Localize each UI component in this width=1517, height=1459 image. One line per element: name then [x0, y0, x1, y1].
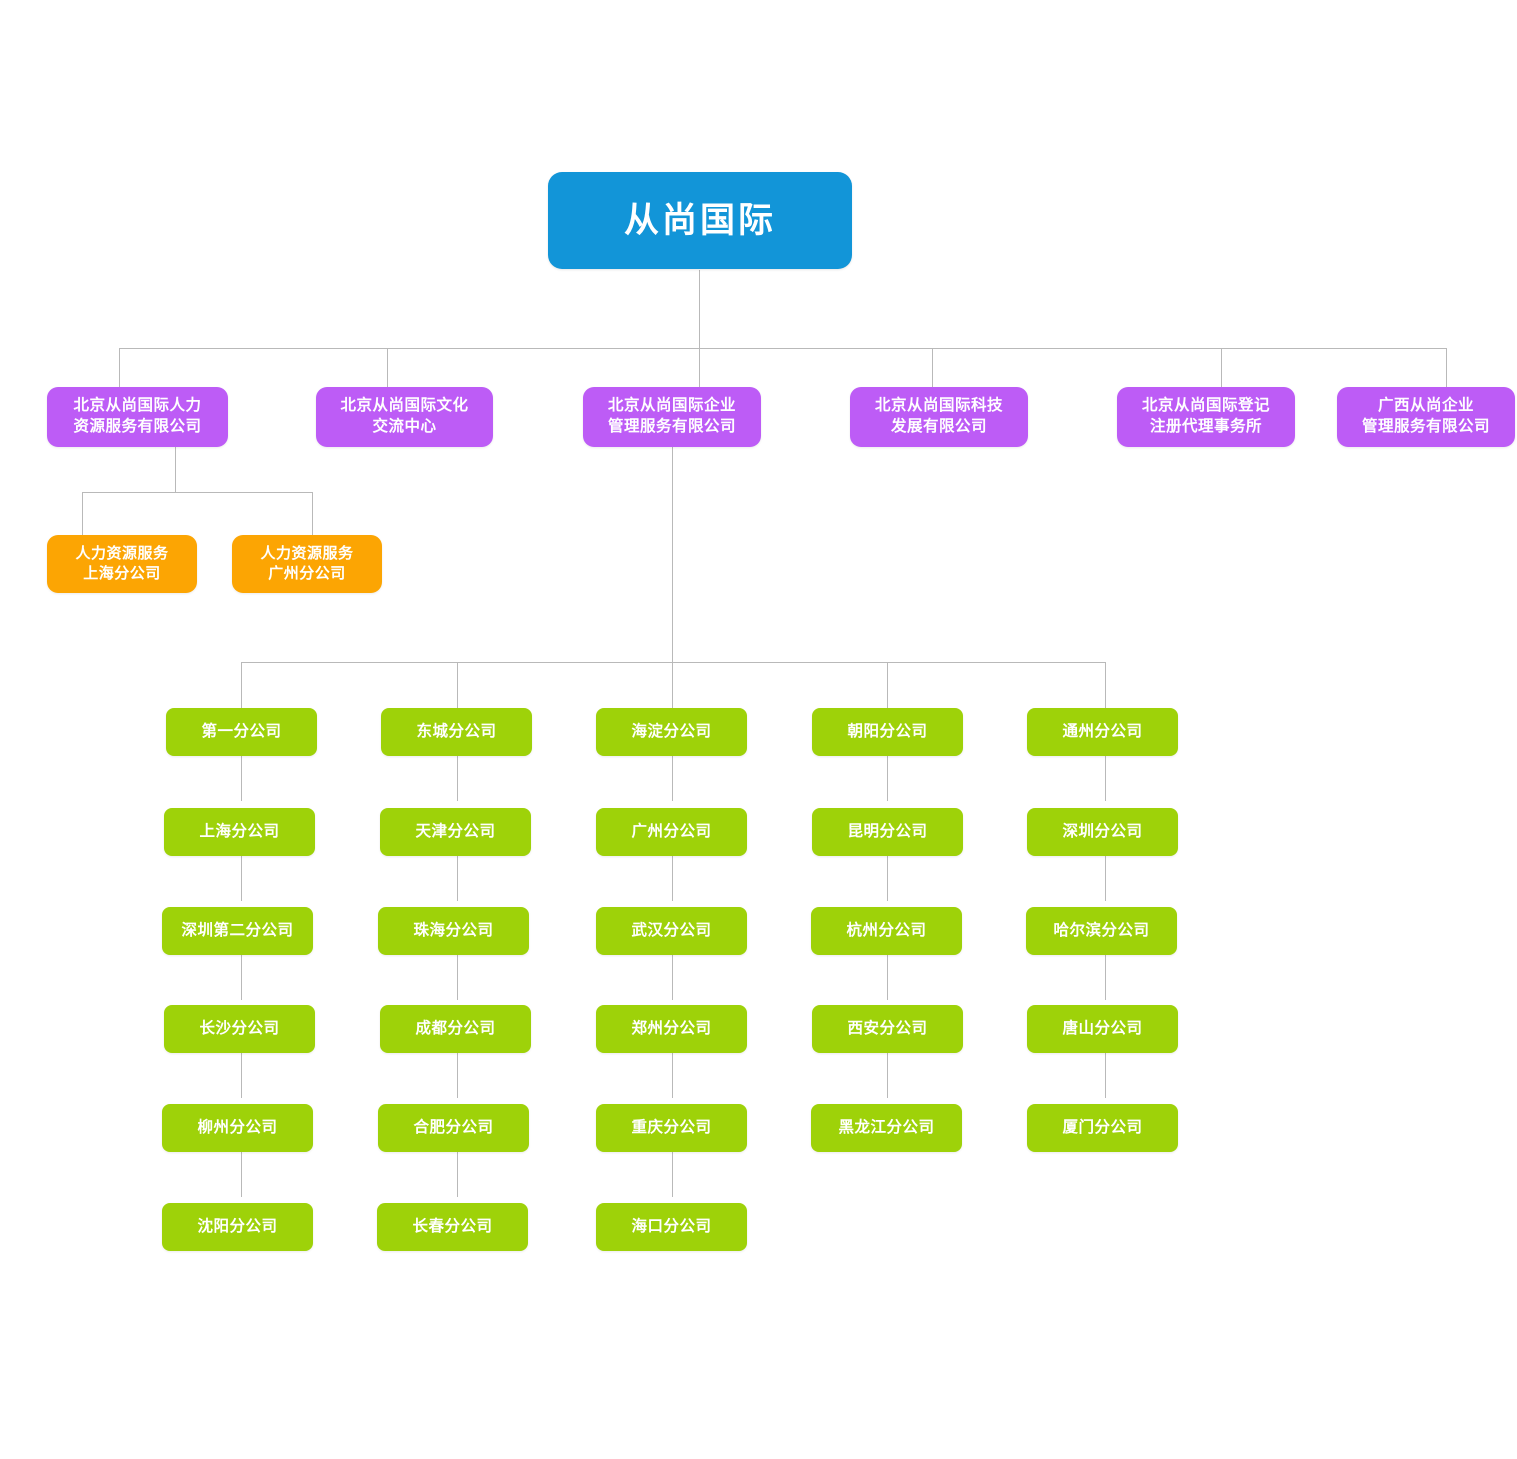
org-node-branch[interactable]: 杭州分公司 — [811, 907, 962, 955]
connector-branch-col-drop-3 — [672, 662, 673, 708]
org-node-root[interactable]: 从尚国际 — [548, 172, 852, 269]
org-node-branch[interactable]: 第一分公司 — [166, 708, 317, 756]
org-node-branch[interactable]: 上海分公司 — [164, 808, 315, 856]
connector-chain-c5-r4 — [1105, 1053, 1106, 1098]
connector-enterprise-stem — [672, 447, 673, 662]
org-node-branch[interactable]: 成都分公司 — [380, 1005, 531, 1053]
connector-chain-c2-r2 — [457, 856, 458, 901]
org-node-division-hr[interactable]: 北京从尚国际人力 资源服务有限公司 — [47, 387, 228, 447]
org-node-branch[interactable]: 厦门分公司 — [1027, 1104, 1178, 1152]
connector-chain-c4-r4 — [887, 1053, 888, 1098]
org-node-branch[interactable]: 东城分公司 — [381, 708, 532, 756]
org-node-branch[interactable]: 昆明分公司 — [812, 808, 963, 856]
connector-chain-c2-r1 — [457, 756, 458, 801]
connector-chain-c2-r3 — [457, 955, 458, 1000]
org-node-branch[interactable]: 深圳第二分公司 — [162, 907, 313, 955]
org-node-division-registration[interactable]: 北京从尚国际登记 注册代理事务所 — [1117, 387, 1295, 447]
connector-division-drop-3 — [699, 348, 700, 388]
org-node-division-culture[interactable]: 北京从尚国际文化 交流中心 — [316, 387, 493, 447]
org-node-branch[interactable]: 柳州分公司 — [162, 1104, 313, 1152]
org-node-division-guangxi[interactable]: 广西从尚企业 管理服务有限公司 — [1337, 387, 1515, 447]
connector-chain-c3-r4 — [672, 1053, 673, 1098]
connector-chain-c2-r5 — [457, 1152, 458, 1197]
connector-hr-stem — [175, 447, 176, 492]
connector-chain-c4-r3 — [887, 955, 888, 1000]
org-node-branch[interactable]: 深圳分公司 — [1027, 808, 1178, 856]
org-node-branch[interactable]: 海口分公司 — [596, 1203, 747, 1251]
org-node-branch[interactable]: 沈阳分公司 — [162, 1203, 313, 1251]
connector-chain-c4-r1 — [887, 756, 888, 801]
org-node-branch[interactable]: 哈尔滨分公司 — [1026, 907, 1177, 955]
connector-chain-c3-r2 — [672, 856, 673, 901]
org-node-branch[interactable]: 珠海分公司 — [378, 907, 529, 955]
connector-chain-c3-r5 — [672, 1152, 673, 1197]
org-node-branch[interactable]: 朝阳分公司 — [812, 708, 963, 756]
org-node-hr-shanghai[interactable]: 人力资源服务 上海分公司 — [47, 535, 197, 593]
connector-division-drop-1 — [119, 348, 120, 388]
org-node-branch[interactable]: 长春分公司 — [377, 1203, 528, 1251]
org-node-branch[interactable]: 郑州分公司 — [596, 1005, 747, 1053]
org-node-division-enterprise[interactable]: 北京从尚国际企业 管理服务有限公司 — [583, 387, 761, 447]
connector-chain-c1-r5 — [241, 1152, 242, 1197]
connector-division-drop-4 — [932, 348, 933, 388]
connector-chain-c2-r4 — [457, 1053, 458, 1098]
org-node-branch[interactable]: 海淀分公司 — [596, 708, 747, 756]
connector-chain-c5-r2 — [1105, 856, 1106, 901]
connector-chain-c3-r3 — [672, 955, 673, 1000]
org-node-branch[interactable]: 唐山分公司 — [1027, 1005, 1178, 1053]
connector-chain-c4-r2 — [887, 856, 888, 901]
connector-chain-c3-r1 — [672, 756, 673, 801]
connector-division-drop-2 — [387, 348, 388, 388]
connector-division-drop-5 — [1221, 348, 1222, 388]
connector-root-stem — [699, 270, 700, 348]
org-node-branch[interactable]: 武汉分公司 — [596, 907, 747, 955]
connector-division-drop-6 — [1446, 348, 1447, 388]
connector-chain-c1-r1 — [241, 756, 242, 801]
org-node-branch[interactable]: 重庆分公司 — [596, 1104, 747, 1152]
org-node-division-technology[interactable]: 北京从尚国际科技 发展有限公司 — [850, 387, 1028, 447]
org-node-branch[interactable]: 西安分公司 — [812, 1005, 963, 1053]
connector-hr-drop-2 — [312, 492, 313, 535]
connector-chain-c1-r4 — [241, 1053, 242, 1098]
org-node-branch[interactable]: 长沙分公司 — [164, 1005, 315, 1053]
connector-chain-c1-r2 — [241, 856, 242, 901]
org-node-branch[interactable]: 通州分公司 — [1027, 708, 1178, 756]
org-node-branch[interactable]: 天津分公司 — [380, 808, 531, 856]
connector-chain-c5-r3 — [1105, 955, 1106, 1000]
connector-branch-col-drop-4 — [887, 662, 888, 708]
connector-division-bus — [119, 348, 1446, 349]
connector-branch-col-drop-5 — [1105, 662, 1106, 708]
connector-hr-drop-1 — [82, 492, 83, 535]
org-node-branch[interactable]: 合肥分公司 — [378, 1104, 529, 1152]
connector-chain-c1-r3 — [241, 955, 242, 1000]
connector-chain-c5-r1 — [1105, 756, 1106, 801]
connector-branch-bus — [241, 662, 1106, 663]
org-node-branch[interactable]: 广州分公司 — [596, 808, 747, 856]
connector-branch-col-drop-1 — [241, 662, 242, 708]
connector-branch-col-drop-2 — [457, 662, 458, 708]
org-node-hr-guangzhou[interactable]: 人力资源服务 广州分公司 — [232, 535, 382, 593]
connector-hr-bus — [82, 492, 312, 493]
org-node-branch[interactable]: 黑龙江分公司 — [811, 1104, 962, 1152]
